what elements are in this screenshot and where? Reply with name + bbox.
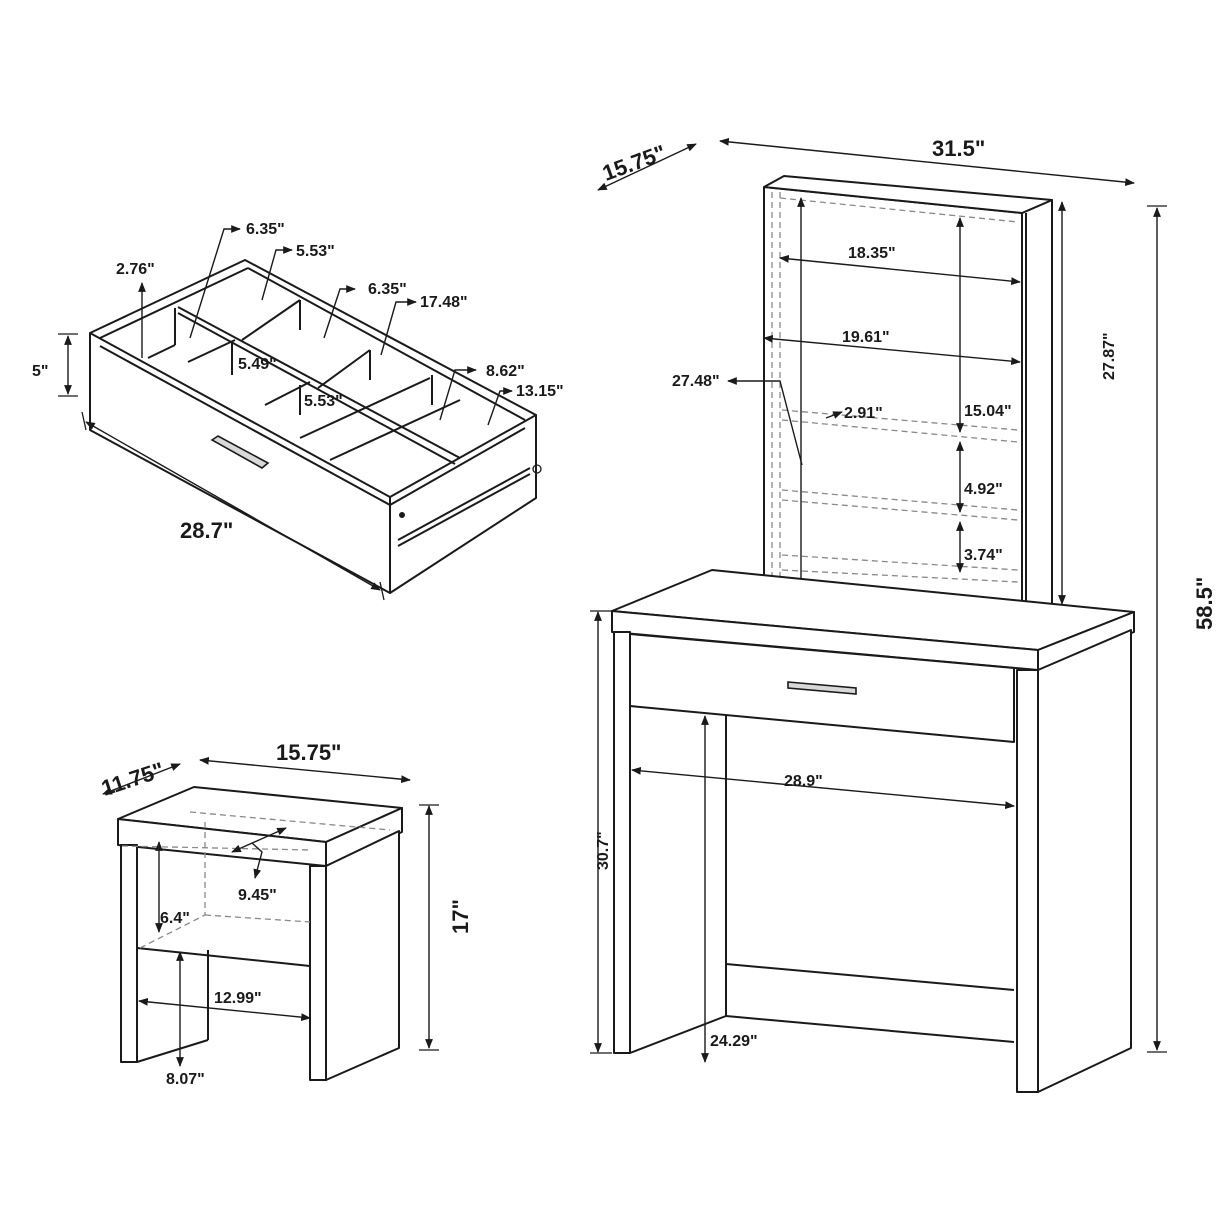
drawer-inner-width-label: 13.15" <box>516 383 564 400</box>
vanity-desk-drawing: 30.7" 28.9" 24.29" <box>590 569 1135 1093</box>
drawer-compartment-f-label: 8.62" <box>486 363 525 380</box>
stool-inner-width-label: 12.99" <box>214 990 262 1007</box>
mirror-middle-section-label: 4.92" <box>964 481 1003 498</box>
stool-height-label: 17" <box>448 899 473 934</box>
mirror-width-label: 31.5" <box>932 136 985 161</box>
drawer-compartment-d-label: 5.49" <box>238 356 277 373</box>
drawer-compartment-e-label: 5.53" <box>304 393 343 410</box>
mirror-inner-width-label: 19.61" <box>842 329 890 346</box>
mirror-lower-section-label: 3.74" <box>964 547 1003 564</box>
stool-width-label: 15.75" <box>276 740 341 765</box>
stool-leg-clearance-label: 8.07" <box>166 1071 205 1088</box>
stool-storage-height-label: 6.4" <box>160 910 190 927</box>
drawer-compartment-depth-label: 2.76" <box>116 261 155 278</box>
stool-seat-opening-label: 9.45" <box>238 887 277 904</box>
drawer-compartment-a-label: 6.35" <box>246 221 285 238</box>
drawer-height-label: 5" <box>32 363 48 380</box>
mirror-inner-width-top-label: 18.35" <box>848 245 896 262</box>
drawer-length-label: 28.7" <box>180 518 233 543</box>
drawer-drawing: 5" 28.7" 2.76" 6.35" 5.53" 6.35" 17.48" … <box>32 221 564 601</box>
mirror-inner-height-label: 27.48" <box>672 373 720 390</box>
mirror-upper-section-label: 15.04" <box>964 403 1012 420</box>
vanity-height-label: 30.7" <box>595 831 612 870</box>
vanity-knee-width-label: 28.9" <box>784 773 823 790</box>
drawer-inner-length-label: 17.48" <box>420 294 468 311</box>
total-height-label: 58.5" <box>1192 577 1217 630</box>
mirror-height-label: 27.87" <box>1101 332 1118 380</box>
vanity-knee-height-label: 24.29" <box>710 1033 758 1050</box>
mirror-depth-label: 15.75" <box>599 140 669 186</box>
mirror-shelf-depth-label: 2.91" <box>844 405 883 422</box>
drawer-compartment-b-label: 5.53" <box>296 243 335 260</box>
drawer-compartment-c-label: 6.35" <box>368 281 407 298</box>
stool-depth-label: 11.75" <box>98 757 167 801</box>
stool-drawing: 11.75" 15.75" 9.45" 6.4" 12.99" 8.07" 17… <box>98 740 473 1088</box>
